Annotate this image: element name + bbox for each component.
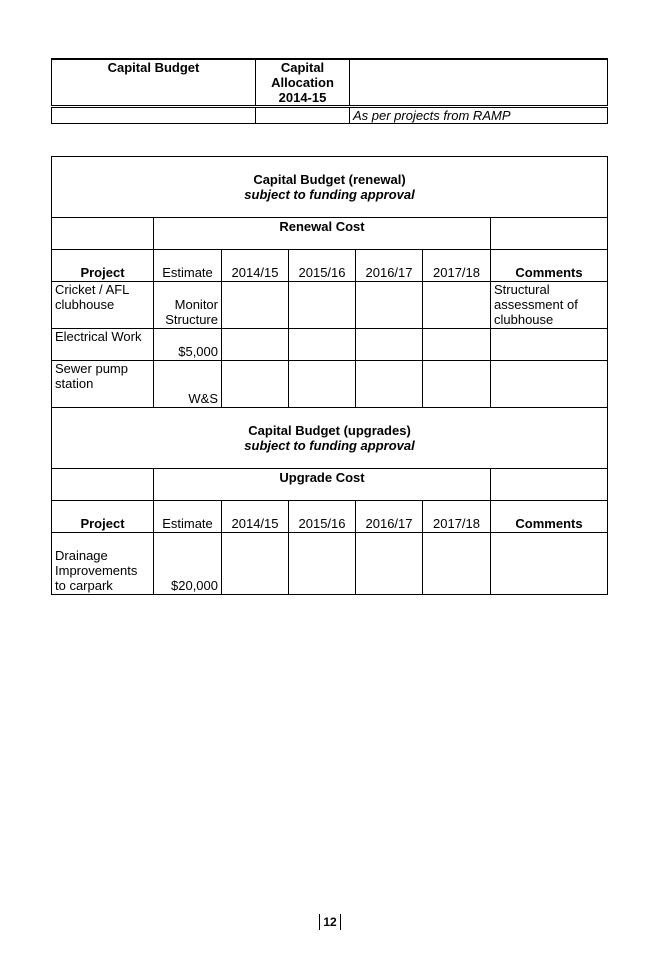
renewal-title: Capital Budget (renewal) xyxy=(253,172,406,187)
project-cell: Electrical Work xyxy=(51,328,154,361)
table-row: Cricket / AFL clubhouse Monitor Structur… xyxy=(51,281,609,329)
col-estimate: Estimate xyxy=(153,249,222,282)
col-project: Project xyxy=(51,249,154,282)
project-cell: Cricket / AFL clubhouse xyxy=(51,281,154,329)
col-2014-15: 2014/15 xyxy=(221,500,289,533)
table-row: Drainage Improvements to carpark $20,000 xyxy=(51,532,609,595)
capital-budget-table: Capital Budget (renewal) subject to fund… xyxy=(50,156,609,595)
cell-capital-allocation xyxy=(255,106,350,124)
page-footer: 12 xyxy=(0,914,660,930)
col-2017-18: 2017/18 xyxy=(422,500,491,533)
upgrade-cost-row: Upgrade Cost xyxy=(51,468,609,501)
upgrade-title-cell: Capital Budget (upgrades) subject to fun… xyxy=(50,407,609,469)
col-project: Project xyxy=(51,500,154,533)
capital-allocation-table: Capital Budget Capital Allocation 2014-1… xyxy=(51,58,608,124)
table-row: Electrical Work $5,000 xyxy=(51,328,609,361)
col-2015-16: 2015/16 xyxy=(288,249,356,282)
table-row: As per projects from RAMP xyxy=(51,106,608,124)
estimate-cell: $5,000 xyxy=(153,328,222,361)
table-row: Sewer pump station W&S xyxy=(51,360,609,408)
table-header-row: Capital Budget Capital Allocation 2014-1… xyxy=(51,58,608,108)
col-comments: Comments xyxy=(489,249,609,282)
col-comments: Comments xyxy=(489,500,609,533)
col-2016-17: 2016/17 xyxy=(355,249,423,282)
estimate-cell: Monitor Structure xyxy=(153,281,222,329)
header-capital-budget: Capital Budget xyxy=(51,58,256,108)
empty-cell xyxy=(51,217,154,250)
comments-cell: Structural assessment of clubhouse xyxy=(489,281,609,329)
renewal-cost-row: Renewal Cost xyxy=(51,217,609,250)
header-capital-allocation: Capital Allocation 2014-15 xyxy=(255,58,350,108)
comments-cell xyxy=(489,360,609,408)
upgrade-cost-header: Upgrade Cost xyxy=(153,468,491,501)
comments-cell xyxy=(489,328,609,361)
upgrade-column-header-row: Project Estimate 2014/15 2015/16 2016/17… xyxy=(51,500,609,533)
empty-cell xyxy=(489,217,609,250)
cell-notes: As per projects from RAMP xyxy=(349,106,608,124)
comments-cell xyxy=(489,532,609,595)
empty-cell xyxy=(51,468,154,501)
project-cell: Drainage Improvements to carpark xyxy=(51,532,154,595)
estimate-cell: $20,000 xyxy=(153,532,222,595)
upgrade-subtitle: subject to funding approval xyxy=(244,438,415,453)
renewal-subtitle: subject to funding approval xyxy=(244,187,415,202)
upgrade-title-row: Capital Budget (upgrades) subject to fun… xyxy=(50,407,609,469)
renewal-column-header-row: Project Estimate 2014/15 2015/16 2016/17… xyxy=(51,249,609,282)
col-estimate: Estimate xyxy=(153,500,222,533)
renewal-cost-header: Renewal Cost xyxy=(153,217,491,250)
estimate-cell: W&S xyxy=(153,360,222,408)
col-2014-15: 2014/15 xyxy=(221,249,289,282)
col-2015-16: 2015/16 xyxy=(288,500,356,533)
col-2017-18: 2017/18 xyxy=(422,249,491,282)
page-number: 12 xyxy=(319,914,341,930)
header-notes xyxy=(349,58,608,108)
renewal-title-cell: Capital Budget (renewal) subject to fund… xyxy=(50,156,609,218)
upgrade-title: Capital Budget (upgrades) xyxy=(248,423,411,438)
cell-capital-budget xyxy=(51,106,256,124)
col-2016-17: 2016/17 xyxy=(355,500,423,533)
project-cell: Sewer pump station xyxy=(51,360,154,408)
empty-cell xyxy=(489,468,609,501)
renewal-title-row: Capital Budget (renewal) subject to fund… xyxy=(50,156,609,218)
